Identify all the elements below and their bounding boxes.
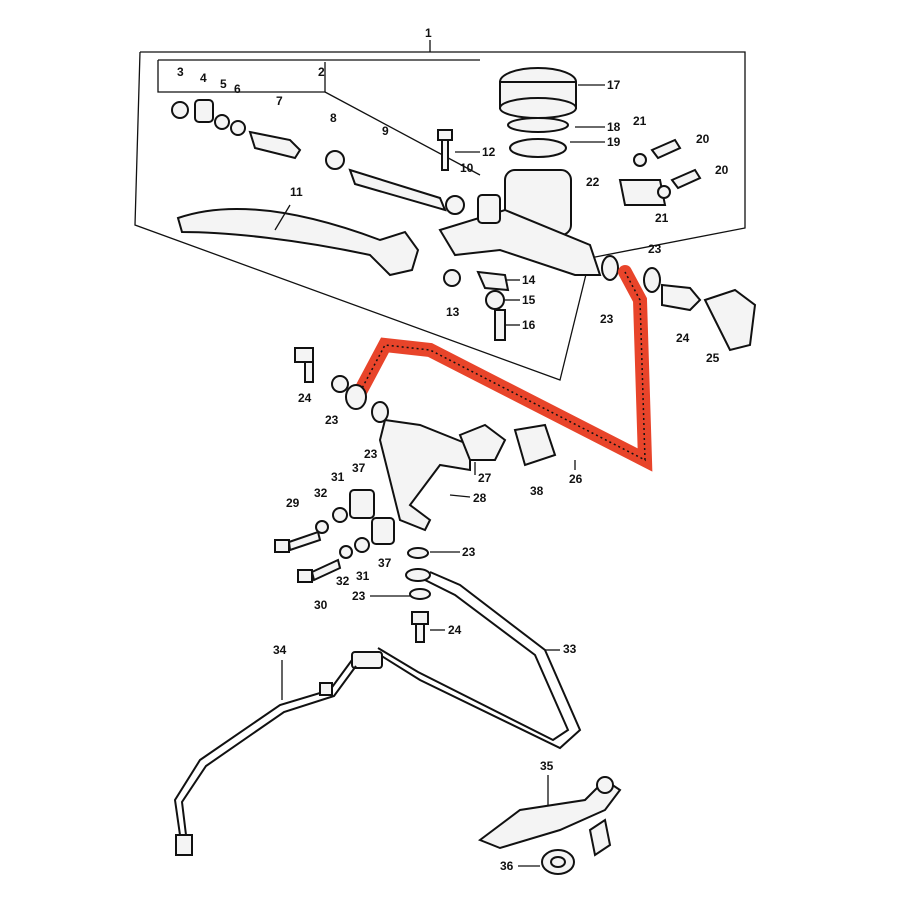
callout-12: 12 xyxy=(482,145,496,159)
callout-23e: 23 xyxy=(462,545,476,559)
callout-35: 35 xyxy=(540,759,554,773)
callout-8: 8 xyxy=(330,111,337,125)
lower-banjo-fittings xyxy=(405,547,431,643)
clamp-and-bolts xyxy=(618,138,702,206)
mounting-bolts-spacers xyxy=(274,347,395,583)
hose-joint xyxy=(345,384,471,532)
callout-14: 14 xyxy=(522,273,536,287)
callout-20b: 20 xyxy=(715,163,729,177)
callout-32b: 32 xyxy=(336,574,350,588)
callout-13: 13 xyxy=(446,305,460,319)
callout-19: 19 xyxy=(607,135,621,149)
callout-26: 26 xyxy=(569,472,583,486)
callout-37a: 37 xyxy=(352,461,366,475)
callout-23b: 23 xyxy=(600,312,614,326)
callout-5: 5 xyxy=(220,77,227,91)
right-banjo-fittings xyxy=(601,255,757,352)
callout-31b: 31 xyxy=(356,569,370,583)
callout-34: 34 xyxy=(273,643,287,657)
callout-37b: 37 xyxy=(378,556,392,570)
lever xyxy=(176,208,420,277)
callout-3: 3 xyxy=(177,65,184,79)
callout-36: 36 xyxy=(500,859,514,873)
callouts: 1 2 3 4 5 6 7 8 9 10 11 12 13 14 15 16 1… xyxy=(177,26,729,873)
master-cylinder-body xyxy=(438,67,602,276)
callout-24c: 24 xyxy=(448,623,462,637)
callout-23c: 23 xyxy=(325,413,339,427)
callout-33: 33 xyxy=(563,642,577,656)
callout-38: 38 xyxy=(530,484,544,498)
callout-6: 6 xyxy=(234,82,241,96)
callout-1: 1 xyxy=(425,26,432,40)
callout-21b: 21 xyxy=(655,211,669,225)
hose-33 xyxy=(351,571,582,750)
callout-30: 30 xyxy=(314,598,328,612)
callout-11: 11 xyxy=(290,185,303,199)
callout-24b: 24 xyxy=(298,391,312,405)
callout-25: 25 xyxy=(706,351,720,365)
bracket-35 xyxy=(477,776,622,857)
callout-29: 29 xyxy=(286,496,300,510)
callout-27: 27 xyxy=(478,471,492,485)
callout-23a: 23 xyxy=(648,242,662,256)
callout-22: 22 xyxy=(586,175,600,189)
callout-20a: 20 xyxy=(696,132,710,146)
callout-4: 4 xyxy=(200,71,207,85)
bolt-12 xyxy=(437,129,453,171)
callout-21a: 21 xyxy=(633,114,647,128)
callout-16: 16 xyxy=(522,318,536,332)
grommet-36 xyxy=(541,849,575,875)
callout-23d: 23 xyxy=(364,447,378,461)
callout-31a: 31 xyxy=(331,470,345,484)
switch-and-boot xyxy=(458,423,557,467)
callout-24a: 24 xyxy=(676,331,690,345)
callout-17: 17 xyxy=(607,78,621,92)
leader-lines xyxy=(274,84,605,867)
callout-32a: 32 xyxy=(314,486,328,500)
callout-2: 2 xyxy=(318,65,325,79)
callout-18: 18 xyxy=(607,120,621,134)
callout-15: 15 xyxy=(522,293,536,307)
callout-7: 7 xyxy=(276,94,283,108)
callout-23f: 23 xyxy=(352,589,366,603)
callout-10: 10 xyxy=(460,161,474,175)
callout-9: 9 xyxy=(382,124,389,138)
clutch-hose-highlighted xyxy=(353,265,653,472)
small-parts-row xyxy=(171,99,465,215)
hose-34 xyxy=(173,659,357,856)
callout-28: 28 xyxy=(473,491,487,505)
